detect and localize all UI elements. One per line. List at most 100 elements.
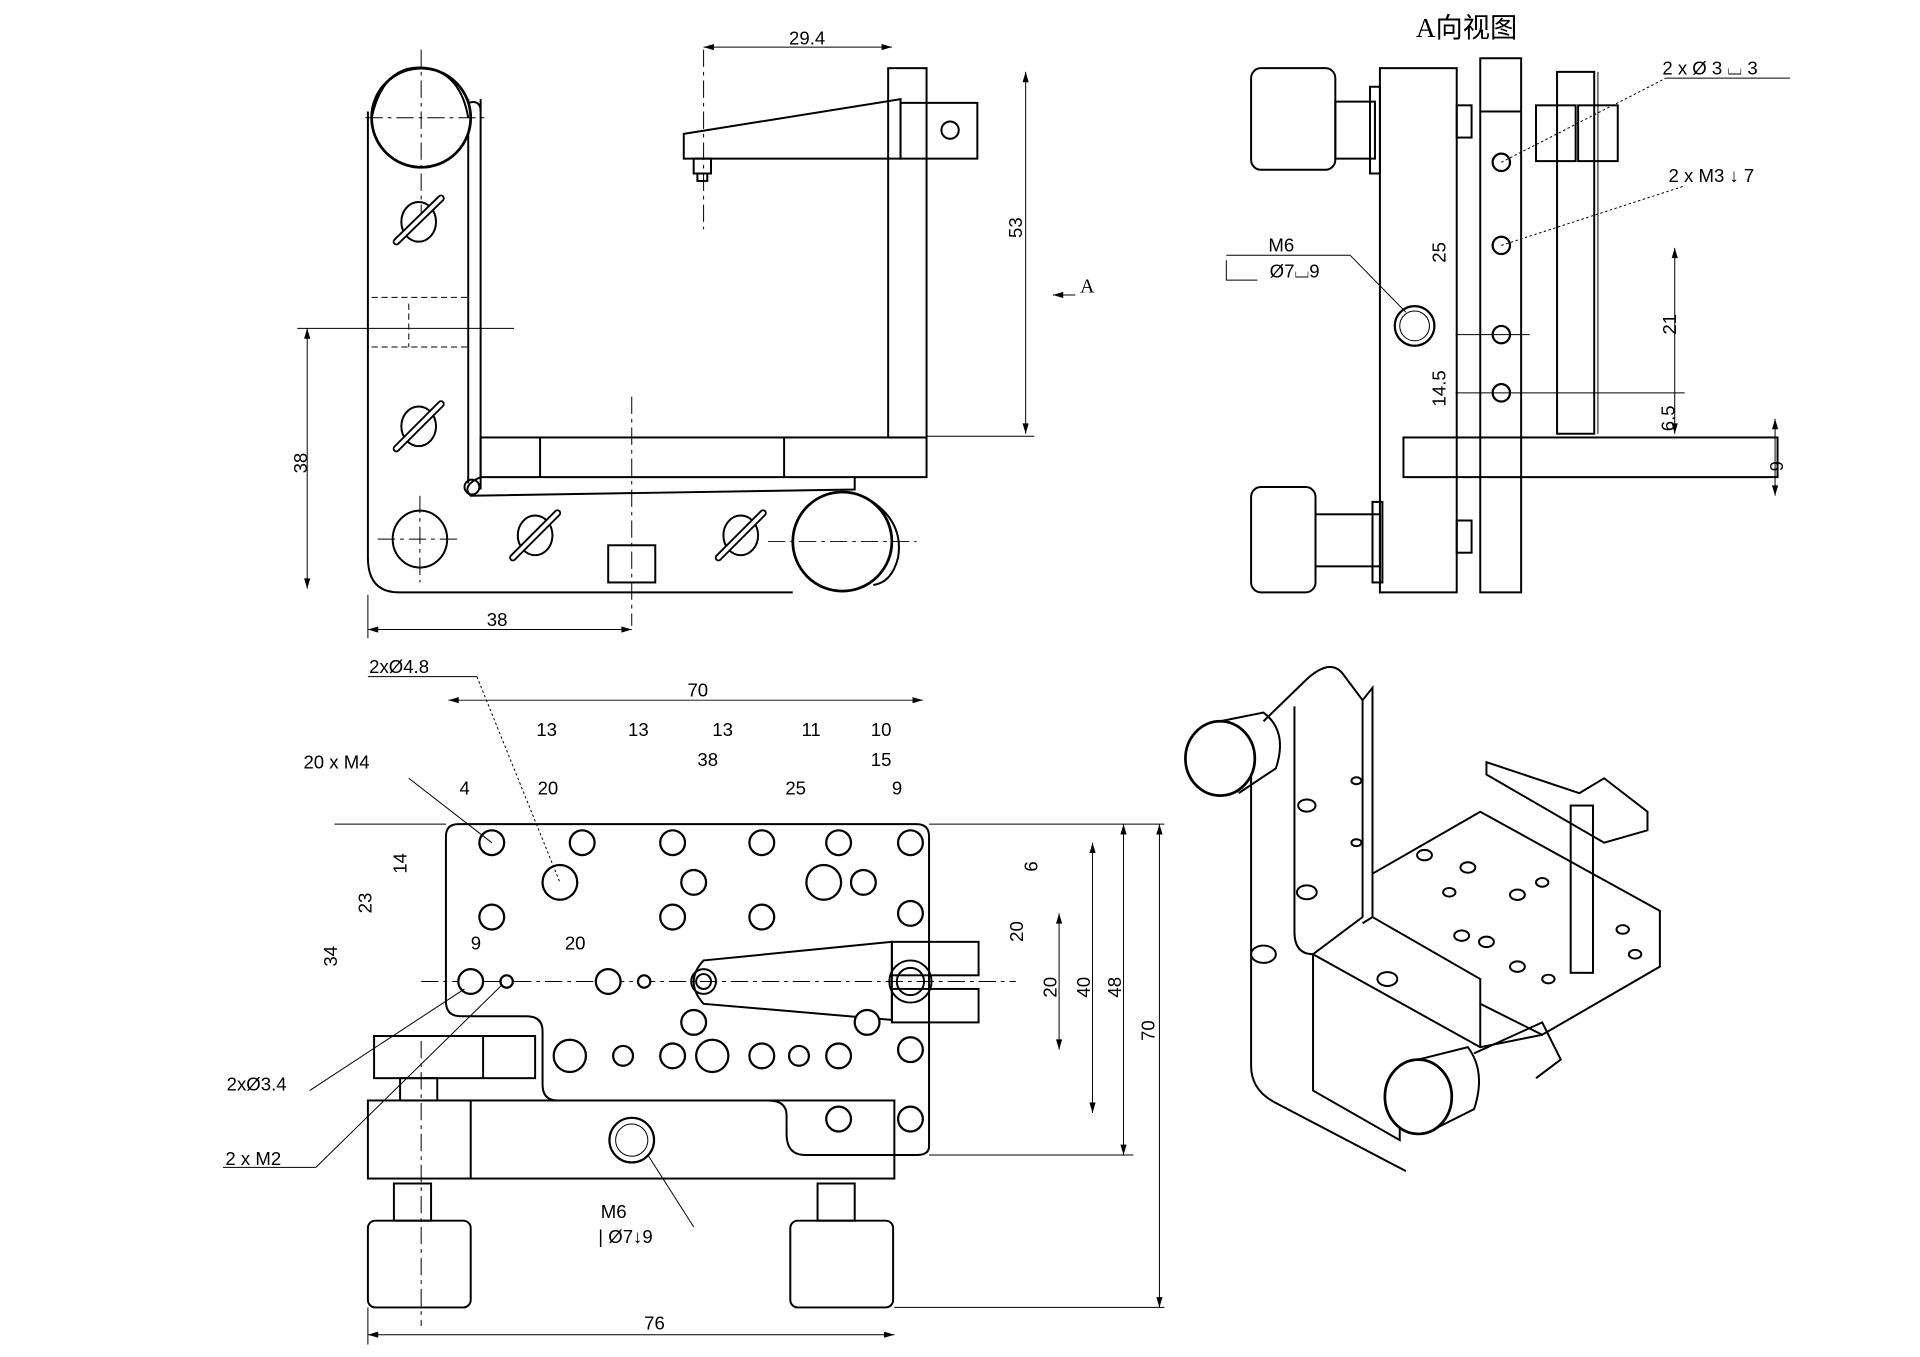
isometric-view	[1184, 666, 1661, 1172]
view-arrow-a: A	[1080, 275, 1095, 297]
rail	[1479, 57, 1523, 594]
iso-hole	[1376, 971, 1399, 987]
callout-2x-m2: 2 x M2	[225, 1148, 281, 1169]
bottom-left-view: 2xØ4.8 20 x M4 2xØ3.4 2 x M2 M6 | Ø7↓9 7…	[222, 656, 1165, 1345]
iso-hole	[1508, 888, 1526, 901]
view-a: A向视图 2 x Ø 3 ⌴ 3 2 x M3 ↓ 7	[1225, 13, 1790, 594]
iso-hole	[1627, 948, 1643, 960]
iso-hole	[1350, 776, 1363, 786]
plate-hole	[478, 829, 506, 857]
iso-hole	[1453, 929, 1471, 942]
plate-hole	[825, 1042, 853, 1070]
plate-hole	[680, 868, 708, 896]
plate-hole	[695, 1038, 730, 1074]
top-left-view: 29.4 53 38 38 A	[290, 28, 1095, 639]
plate-hole	[896, 1105, 924, 1133]
callout-2x-d3-4: 2xØ3.4	[227, 1074, 287, 1095]
plate-hole	[478, 903, 506, 931]
plate-hole	[636, 974, 652, 989]
dim-21: 21	[1659, 314, 1680, 335]
dim-top-row3: 20	[538, 777, 559, 798]
iso-hole	[1508, 960, 1526, 973]
dim-34: 34	[320, 946, 341, 967]
plate-hole	[805, 863, 843, 901]
plate-hole	[853, 1008, 881, 1036]
dim-top-row1: 10	[871, 719, 892, 740]
lower-body	[366, 1099, 896, 1180]
dim-6-5: 6.5	[1658, 405, 1679, 431]
plate-hole	[457, 967, 485, 996]
plate-hole	[825, 1105, 853, 1133]
callout-m6-spec: Ø7⌴9	[1270, 261, 1320, 282]
vertical-post	[887, 67, 928, 439]
knob-lower	[1250, 486, 1317, 594]
plate-hole	[787, 1044, 810, 1067]
callout-20x-m4: 20 x M4	[303, 751, 369, 772]
callout-m6-bottom: M6	[601, 1201, 627, 1222]
dim-top-row1: 11	[801, 719, 820, 740]
dim-top-row1: 13	[628, 719, 649, 740]
plate-hole	[659, 1042, 687, 1070]
iso-hole	[1350, 838, 1363, 848]
plate-hole	[568, 829, 596, 857]
dim-76: 76	[644, 1313, 665, 1334]
callout-2x-m3: 2 x M3 ↓ 7	[1669, 165, 1755, 186]
dim-14: 14	[389, 853, 410, 874]
dim-20-left: 20	[565, 932, 586, 953]
dim-9-left: 9	[471, 932, 481, 953]
dim-40: 40	[1073, 977, 1094, 998]
dim-38-vertical: 38	[290, 453, 311, 474]
callout-2x-d3: 2 x Ø 3 ⌴ 3	[1662, 57, 1757, 78]
screw-4	[714, 509, 767, 562]
dim-top-row2: 15	[871, 749, 892, 770]
dim-48: 48	[1104, 977, 1125, 998]
callout-2x-d4-8: 2xØ4.8	[369, 656, 429, 677]
dim-14-5: 14.5	[1429, 370, 1450, 406]
plate-hole	[680, 1008, 708, 1036]
plate-hole	[896, 1036, 924, 1064]
plate-hole	[896, 829, 924, 857]
iso-hole	[1478, 935, 1495, 949]
dim-20-right-b: 20	[1040, 977, 1061, 998]
iso-hole	[1541, 973, 1556, 985]
base-block	[1402, 436, 1779, 479]
iso-hole	[1250, 944, 1277, 964]
view-a-title: A向视图	[1416, 13, 1517, 43]
dim-top-row1: 13	[536, 719, 557, 740]
dim-top-row1: 13	[712, 719, 733, 740]
dim-top-row3: 9	[892, 777, 902, 798]
dim-top-row2: 38	[697, 749, 718, 770]
dim-29-4: 29.4	[789, 28, 825, 49]
iso-hole	[1459, 861, 1477, 874]
plate-hole	[659, 829, 687, 857]
dim-70-right: 70	[1137, 1020, 1158, 1041]
plate-hole	[748, 903, 776, 931]
plate-hole	[552, 1038, 588, 1074]
dim-38-horizontal: 38	[487, 609, 508, 630]
iso-hole	[1297, 798, 1317, 813]
dim-6: 6	[1766, 461, 1787, 471]
probe-arm	[682, 97, 902, 160]
plate-hole	[594, 967, 622, 996]
plate-hole	[499, 974, 514, 989]
knob-right	[789, 1219, 895, 1309]
iso-hole	[1535, 877, 1550, 888]
dim-top-row3: 4	[460, 777, 470, 798]
vertical-plate	[366, 111, 793, 594]
iso-knob-top	[1184, 719, 1257, 797]
screw-2	[392, 400, 445, 453]
dim-25: 25	[1429, 242, 1450, 263]
dim-53: 53	[1005, 217, 1026, 238]
knob-upper	[1250, 67, 1337, 171]
dim-20-right-a: 20	[1006, 921, 1027, 942]
plate-hole	[825, 829, 853, 857]
iso-hole	[1442, 886, 1457, 898]
callout-m6-spec-bottom: | Ø7↓9	[598, 1226, 652, 1247]
m6-hole	[1393, 304, 1436, 347]
iso-knob-bottom	[1383, 1058, 1454, 1136]
dim-top-row3: 25	[785, 777, 806, 798]
plate-hole	[748, 829, 776, 857]
plate-hole	[541, 863, 579, 901]
plate-hole	[849, 868, 877, 896]
plate-hole	[612, 1044, 635, 1067]
